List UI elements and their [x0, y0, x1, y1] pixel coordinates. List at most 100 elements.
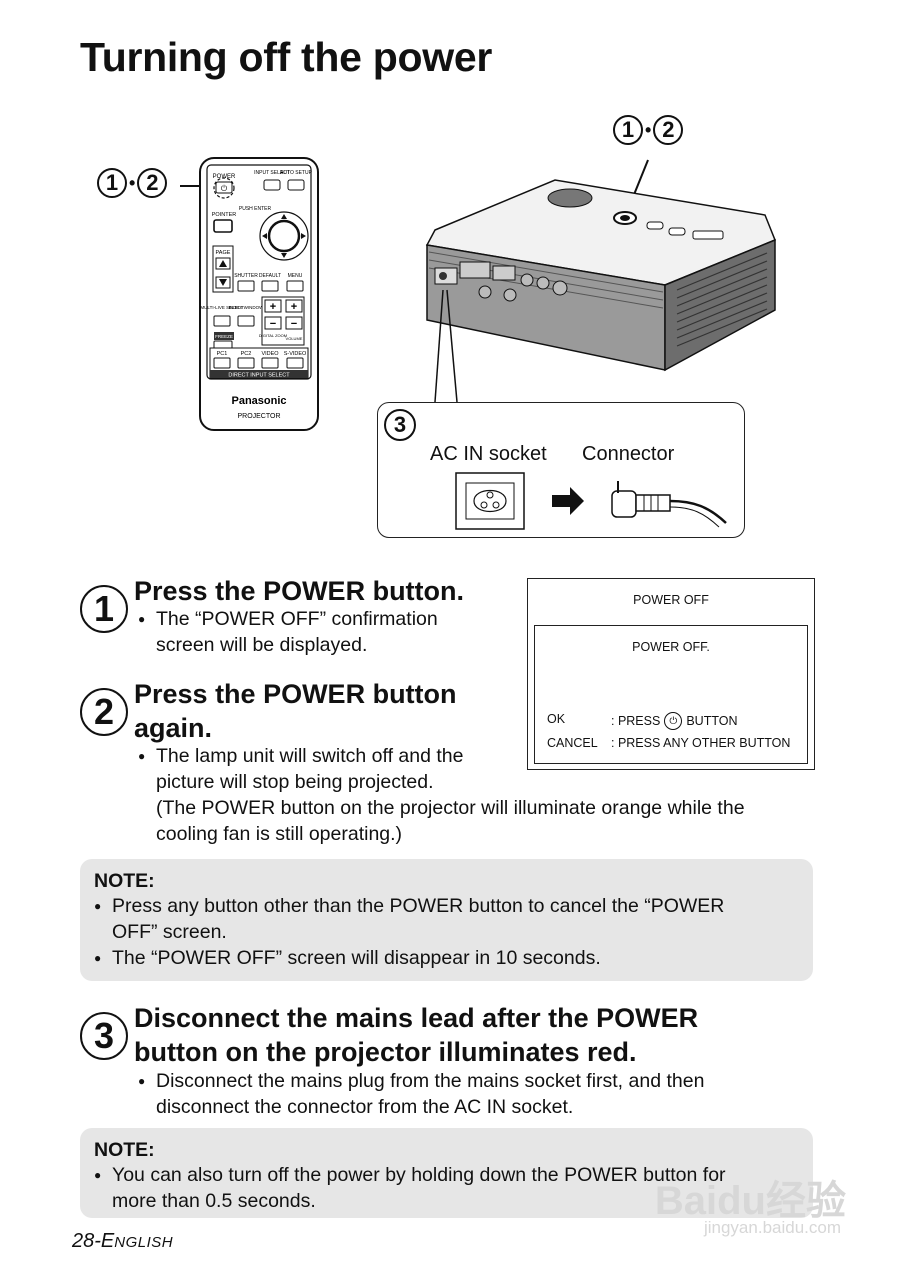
osd-header: POWER OFF	[633, 593, 709, 607]
note-bullet: ●You can also turn off the power by hold…	[94, 1164, 726, 1212]
inset-step-number: 3	[384, 409, 416, 441]
note-box: NOTE: ●Press any button other than the P…	[80, 859, 813, 981]
audio-port	[520, 273, 534, 287]
osd-cancel-value: : PRESS ANY OTHER BUTTON	[611, 736, 791, 750]
shutter-button	[237, 280, 255, 292]
projector-power-dot	[620, 215, 630, 221]
zoom-minus-button	[264, 316, 282, 330]
video-button	[261, 357, 279, 369]
enter-button	[267, 219, 301, 253]
remote-label-volume: VOLUME	[286, 336, 303, 341]
step-number: 1	[80, 585, 128, 633]
note-title: NOTE:	[94, 1139, 155, 1161]
page-up-arrow	[219, 260, 227, 267]
osd-inner-panel: POWER OFF. OK : PRESS ⏻ BUTTON CANCEL : …	[534, 625, 808, 764]
power-cord-edge	[669, 506, 720, 528]
remote-model-label: PROJECTOR	[237, 413, 280, 420]
remote-label-enter: PUSH ENTER	[239, 206, 272, 212]
power-icon: ⏻	[221, 184, 228, 193]
remote-label-shutter: SHUTTER	[234, 273, 258, 279]
watermark-logo: Baidu经验	[654, 1179, 846, 1223]
svideo-button	[286, 357, 304, 369]
remote-label-svideo: S-VIDEO	[284, 351, 307, 357]
callout-number: 1	[613, 115, 643, 145]
audio-in-port	[478, 285, 492, 299]
remote-label-pc1: PC1	[217, 351, 228, 357]
callout-projector: 1 • 2	[613, 115, 684, 145]
note-bullet: ●Press any button other than the POWER b…	[94, 895, 725, 943]
ac-socket-inner	[465, 482, 515, 520]
step-bullet: ●The “POWER OFF” confirmation screen wil…	[138, 608, 438, 656]
projector-side	[664, 238, 776, 372]
menu-button	[286, 280, 304, 292]
pc-port	[459, 261, 491, 279]
ac-in-contact	[439, 272, 447, 280]
inset-leader-line	[446, 289, 458, 403]
remote-label-index: INDEX WINDOW	[229, 305, 265, 310]
inset-panel: 3 AC IN socket Connector	[377, 402, 745, 538]
ac-socket-outline	[455, 472, 525, 530]
step-heading: Disconnect the mains lead after the POWE…	[134, 1003, 699, 1067]
projector-top-button	[668, 227, 686, 236]
nav-right-arrow	[301, 233, 306, 239]
volume-minus-button	[285, 316, 303, 330]
remote-control-illustration: ⏻ POWER INPUT SELECT AUTO SETUP POINTER …	[180, 157, 319, 431]
default-button	[261, 280, 279, 292]
page-down-arrow	[219, 279, 227, 286]
step-bullet: ●The lamp unit will switch off and the p…	[138, 745, 745, 845]
direct-input-bar	[210, 370, 308, 378]
connector-plug-body	[635, 494, 671, 512]
osd-ok-label: OK	[547, 712, 566, 726]
step-heading: Press the POWER button again.	[134, 679, 457, 743]
pc2-button	[237, 357, 255, 369]
remote-label-power: POWER	[213, 174, 236, 180]
page-title: Turning off the power	[80, 34, 492, 80]
step-heading: Press the POWER button.	[134, 576, 465, 606]
callout-separator: •	[129, 172, 136, 193]
callout-number: 2	[137, 168, 168, 198]
auto-setup-button	[287, 179, 305, 191]
remote-label-pc2: PC2	[241, 351, 252, 357]
lens-ring	[547, 188, 593, 208]
power-icon: ⏻	[664, 712, 683, 730]
ac-in-socket-label: AC IN socket	[430, 443, 547, 465]
callout-remote: 1 • 2	[97, 168, 168, 198]
remote-label-pointer: POINTER	[212, 212, 236, 218]
connector-plug-head	[611, 490, 637, 518]
remote-label-menu: MENU	[288, 273, 303, 279]
control-port	[503, 288, 517, 302]
index-window-button	[237, 315, 255, 327]
nav-up-arrow	[281, 214, 287, 219]
callout-number: 1	[97, 168, 127, 198]
nav-left-arrow	[262, 233, 267, 239]
step-number: 3	[80, 1012, 128, 1060]
pc1-button	[213, 357, 231, 369]
power-off-screen: POWER OFF POWER OFF. OK : PRESS ⏻ BUTTON…	[527, 578, 815, 770]
osd-ok-value: : PRESS ⏻ BUTTON	[611, 712, 738, 730]
watermark-url: jingyan.baidu.com	[703, 1218, 841, 1237]
remote-label-freeze: FREEZE	[215, 334, 233, 339]
projector-top-panel	[692, 230, 724, 240]
note-title: NOTE:	[94, 870, 155, 892]
remote-label-video: VIDEO	[261, 351, 279, 357]
remote-label-input: INPUT SELECT	[254, 170, 290, 176]
input-select-button	[263, 179, 281, 191]
remote-label-direct-input: DIRECT INPUT SELECT	[228, 373, 290, 379]
osd-cancel-label: CANCEL	[547, 736, 598, 750]
connector-label: Connector	[582, 443, 675, 465]
pointer-button	[213, 219, 233, 233]
zoom-plus-button	[264, 299, 282, 313]
zoom-plus-icon: +	[270, 301, 276, 313]
ac-socket-hole	[480, 501, 488, 509]
ac-socket-hole	[486, 491, 494, 499]
nav-down-arrow	[281, 253, 287, 258]
remote-label-zoom: DIGITAL ZOOM	[259, 333, 287, 338]
note-bullet: ●The “POWER OFF” screen will disappear i…	[94, 947, 601, 969]
volume-plus-icon: +	[291, 301, 297, 313]
power-highlight	[213, 177, 235, 199]
zoom-minus-icon: −	[270, 318, 276, 330]
power-button-shape	[215, 181, 233, 194]
freeze-label-bg	[214, 332, 234, 340]
remote-label-auto: AUTO SETUP	[280, 170, 313, 176]
page-footer: 28-ENGLISH	[72, 1230, 174, 1252]
